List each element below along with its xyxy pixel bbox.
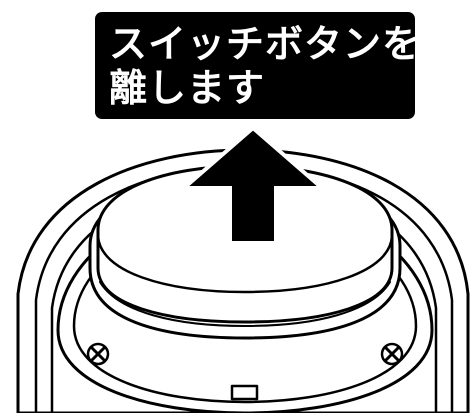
indicator-tab [230, 384, 259, 401]
button-cap-top-edge [96, 234, 394, 294]
callout-line-1: スイッチボタンを [109, 22, 422, 66]
button-cap-lower-rim [99, 281, 391, 327]
arrow-up-icon [178, 125, 328, 245]
callout-line-2: 離します [109, 66, 266, 110]
instruction-callout: スイッチボタンを 離します [95, 12, 422, 119]
screw-cross-icon [86, 342, 110, 366]
screw-cross-icon [380, 342, 404, 366]
